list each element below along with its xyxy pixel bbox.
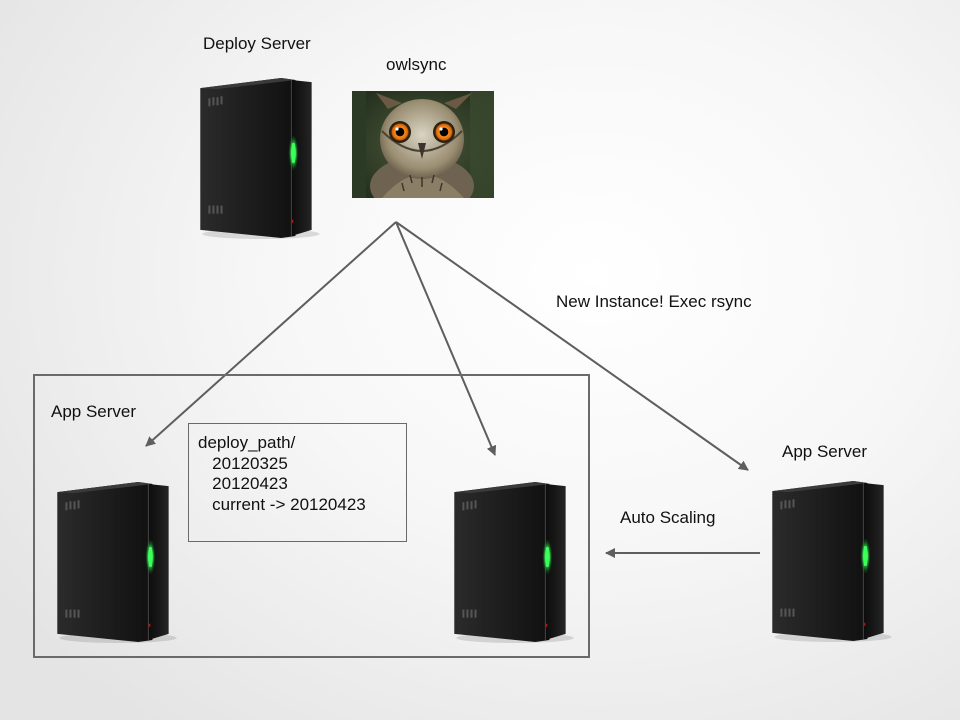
deploy-dir-line: deploy_path/	[198, 433, 296, 452]
auto-scaling-label: Auto Scaling	[620, 508, 716, 527]
new-app-server-icon	[770, 479, 892, 643]
arrow-to-middle-app-server	[395, 221, 497, 456]
deploy-dir-line: 20120423	[198, 474, 288, 493]
owl-image	[352, 91, 494, 198]
deploy-server-label: Deploy Server	[203, 34, 311, 53]
arrow-to-left-app-server	[145, 221, 397, 447]
new-app-server-label: App Server	[782, 442, 868, 461]
owlsync-label: owlsync	[386, 55, 447, 74]
arrow-note: New Instance! Exec rsync	[556, 292, 752, 311]
app-server-left-icon	[55, 480, 177, 644]
deploy-dir-line: 20120325	[198, 453, 288, 473]
arrow-to-new-app-server	[395, 221, 749, 471]
deploy-dir-line: current -> 20120423	[198, 494, 366, 514]
deploy-directory-box: deploy_path/ 20120325 20120423 current -…	[188, 423, 407, 542]
app-server-group-label: App Server	[51, 402, 137, 421]
app-server-group	[33, 374, 590, 658]
app-server-middle-icon	[452, 480, 574, 644]
